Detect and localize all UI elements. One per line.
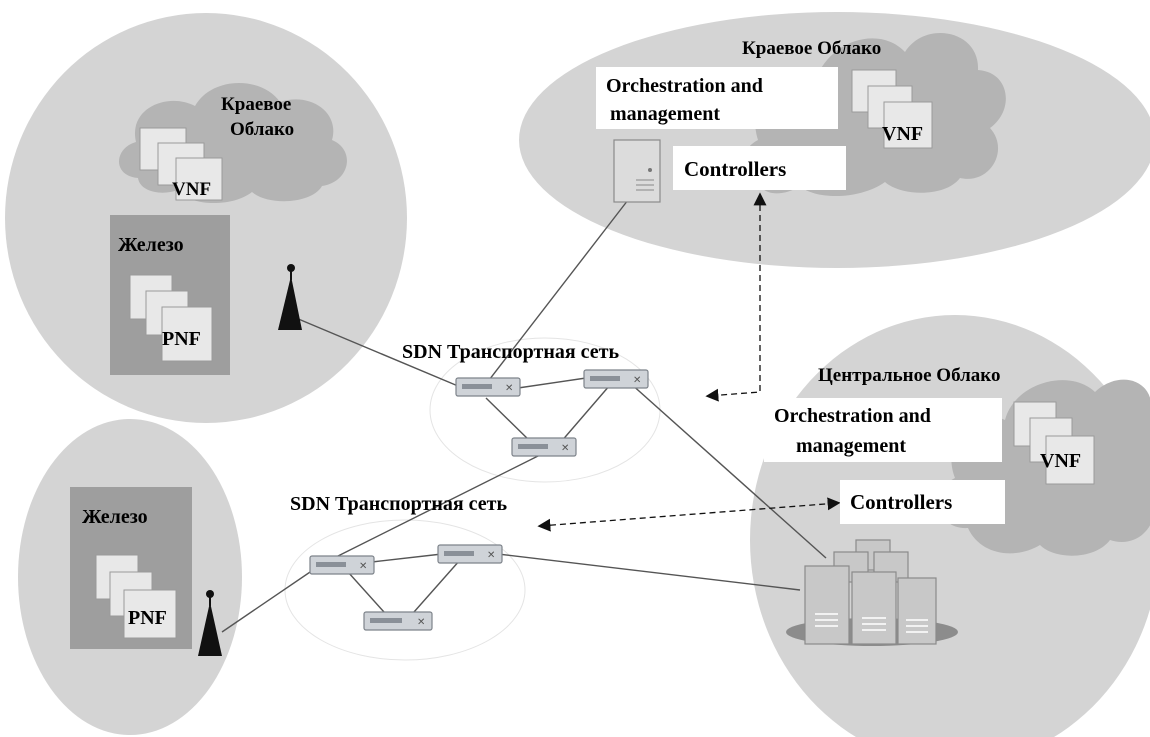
vnf-stack-top [851, 69, 933, 149]
antenna-icon-top [278, 264, 302, 330]
pnf-stack-bottom [95, 554, 177, 639]
controller-links [537, 192, 841, 532]
orchestration-central-line1: Orchestration and [774, 405, 931, 427]
svg-text:✕: ✕ [561, 443, 569, 454]
transport-halo-lower [284, 519, 526, 661]
link-server-to-switch [485, 199, 629, 385]
server-icon [613, 139, 661, 203]
switch-icon-e: ✕ [437, 544, 503, 564]
central-cloud-title: Центральное Облако [818, 365, 1000, 386]
connection-lines [221, 199, 827, 633]
edge-cloud-left-title-1: Краевое [221, 94, 291, 115]
link-switch-d-f [347, 571, 385, 613]
controllers-box-top [673, 146, 846, 190]
pnf-label-left: PNF [162, 328, 201, 350]
switch-icon-b: ✕ [583, 369, 649, 389]
switch-icon-d: ✕ [309, 555, 375, 575]
link-switch-b-c [559, 384, 611, 444]
edge-cloud-left-title-2: Облако [230, 119, 294, 140]
link-antenna-bottom-to-switch [221, 567, 317, 633]
orchestration-box-top [596, 67, 838, 129]
vnf-label-central: VNF [1040, 450, 1081, 472]
link-switch-d-e [371, 553, 443, 563]
controllers-box-central [840, 480, 1005, 524]
vnf-stack-left [139, 127, 223, 201]
svg-text:✕: ✕ [359, 561, 367, 572]
link-switch-c-d [337, 454, 541, 557]
switch-icon-f: ✕ [363, 611, 433, 631]
orchestration-top-line2: management [610, 103, 720, 125]
pnf-label-bottom: PNF [128, 607, 167, 629]
vnf-stack-central [1013, 401, 1095, 485]
link-antenna-top-to-switch [295, 317, 459, 387]
transport-label-upper: SDN Транспортная сеть [402, 341, 619, 363]
hardware-title-left: Железо [118, 234, 184, 256]
svg-text:✕: ✕ [633, 375, 641, 386]
link-switch-a-b [517, 377, 587, 389]
orchestration-top-line1: Orchestration and [606, 75, 763, 97]
pnf-stack-left [129, 274, 213, 362]
edge-cloud-top-title: Краевое Облако [742, 38, 881, 59]
link-switch-a-c [485, 397, 533, 444]
switch-icon-c: ✕ [511, 437, 577, 457]
transport-label-lower: SDN Транспортная сеть [290, 493, 507, 515]
vnf-label-top: VNF [882, 123, 923, 145]
controllers-label-central: Controllers [850, 490, 952, 514]
switch-icon-a: ✕ [455, 377, 521, 397]
orchestration-central-line2: management [796, 435, 906, 457]
datacenter-servers-icon [786, 539, 958, 646]
orchestration-box-central [764, 398, 1002, 462]
controller-arrow-top [705, 192, 767, 402]
switches: ✕ ✕ ✕ ✕ ✕ ✕ [309, 369, 649, 631]
svg-text:✕: ✕ [417, 617, 425, 628]
vnf-label-left: VNF [172, 179, 211, 200]
hardware-title-bottom: Железо [82, 506, 148, 528]
svg-text:✕: ✕ [505, 383, 513, 394]
svg-text:✕: ✕ [487, 550, 495, 561]
controllers-label-top: Controllers [684, 157, 786, 181]
link-switch-e-f [413, 559, 461, 613]
link-switch-e-datacenter [497, 553, 801, 591]
antenna-icon-bottom [198, 590, 222, 656]
